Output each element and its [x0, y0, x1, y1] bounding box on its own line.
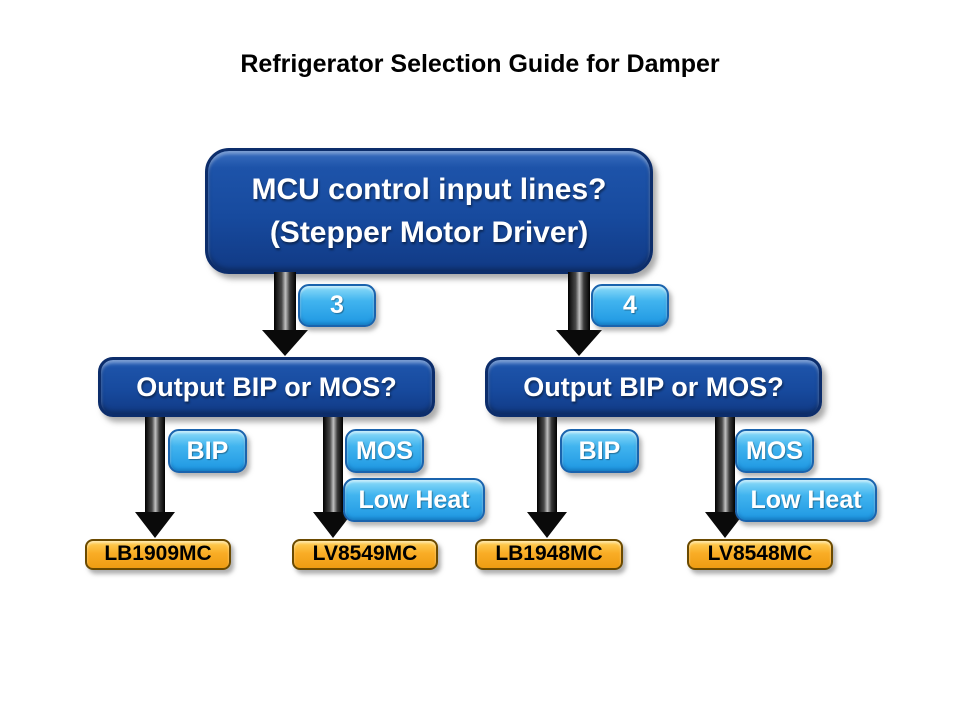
part-node-lb1909mc: LB1909MC [85, 539, 231, 570]
question-node-right: Output BIP or MOS? [485, 357, 822, 417]
low-heat-badge-right: Low Heat [735, 478, 877, 522]
pin-count-badge-3: 3 [298, 284, 376, 327]
down-arrow-right-bip [527, 417, 567, 538]
question-node-left: Output BIP or MOS? [98, 357, 435, 417]
arrow-head-icon [556, 330, 602, 356]
mcu-question-node: MCU control input lines? (Stepper Motor … [205, 148, 653, 274]
arrow-head-icon [527, 512, 567, 538]
part-node-lv8549mc: LV8549MC [292, 539, 438, 570]
part-node-lb1948mc: LB1948MC [475, 539, 623, 570]
arrow-shaft [145, 417, 165, 512]
low-heat-badge-left: Low Heat [343, 478, 485, 522]
pin-count-badge-4: 4 [591, 284, 669, 327]
part-node-lv8548mc: LV8548MC [687, 539, 833, 570]
page-title: Refrigerator Selection Guide for Damper [240, 50, 720, 78]
arrow-head-icon [135, 512, 175, 538]
arrow-shaft [537, 417, 557, 512]
arrow-shaft [715, 417, 735, 512]
arrow-shaft [568, 272, 590, 330]
down-arrow-left-mos [313, 417, 353, 538]
mcu-question-line2: (Stepper Motor Driver) [269, 216, 589, 249]
mos-badge-right: MOS [735, 429, 814, 473]
down-arrow-right-branch [556, 272, 602, 356]
down-arrow-left-branch [262, 272, 308, 356]
arrow-head-icon [262, 330, 308, 356]
bip-badge-right: BIP [560, 429, 639, 473]
arrow-shaft [323, 417, 343, 512]
down-arrow-left-bip [135, 417, 175, 538]
mos-badge-left: MOS [345, 429, 424, 473]
bip-badge-left: BIP [168, 429, 247, 473]
mcu-question-line1: MCU control input lines? [251, 173, 607, 206]
arrow-shaft [274, 272, 296, 330]
